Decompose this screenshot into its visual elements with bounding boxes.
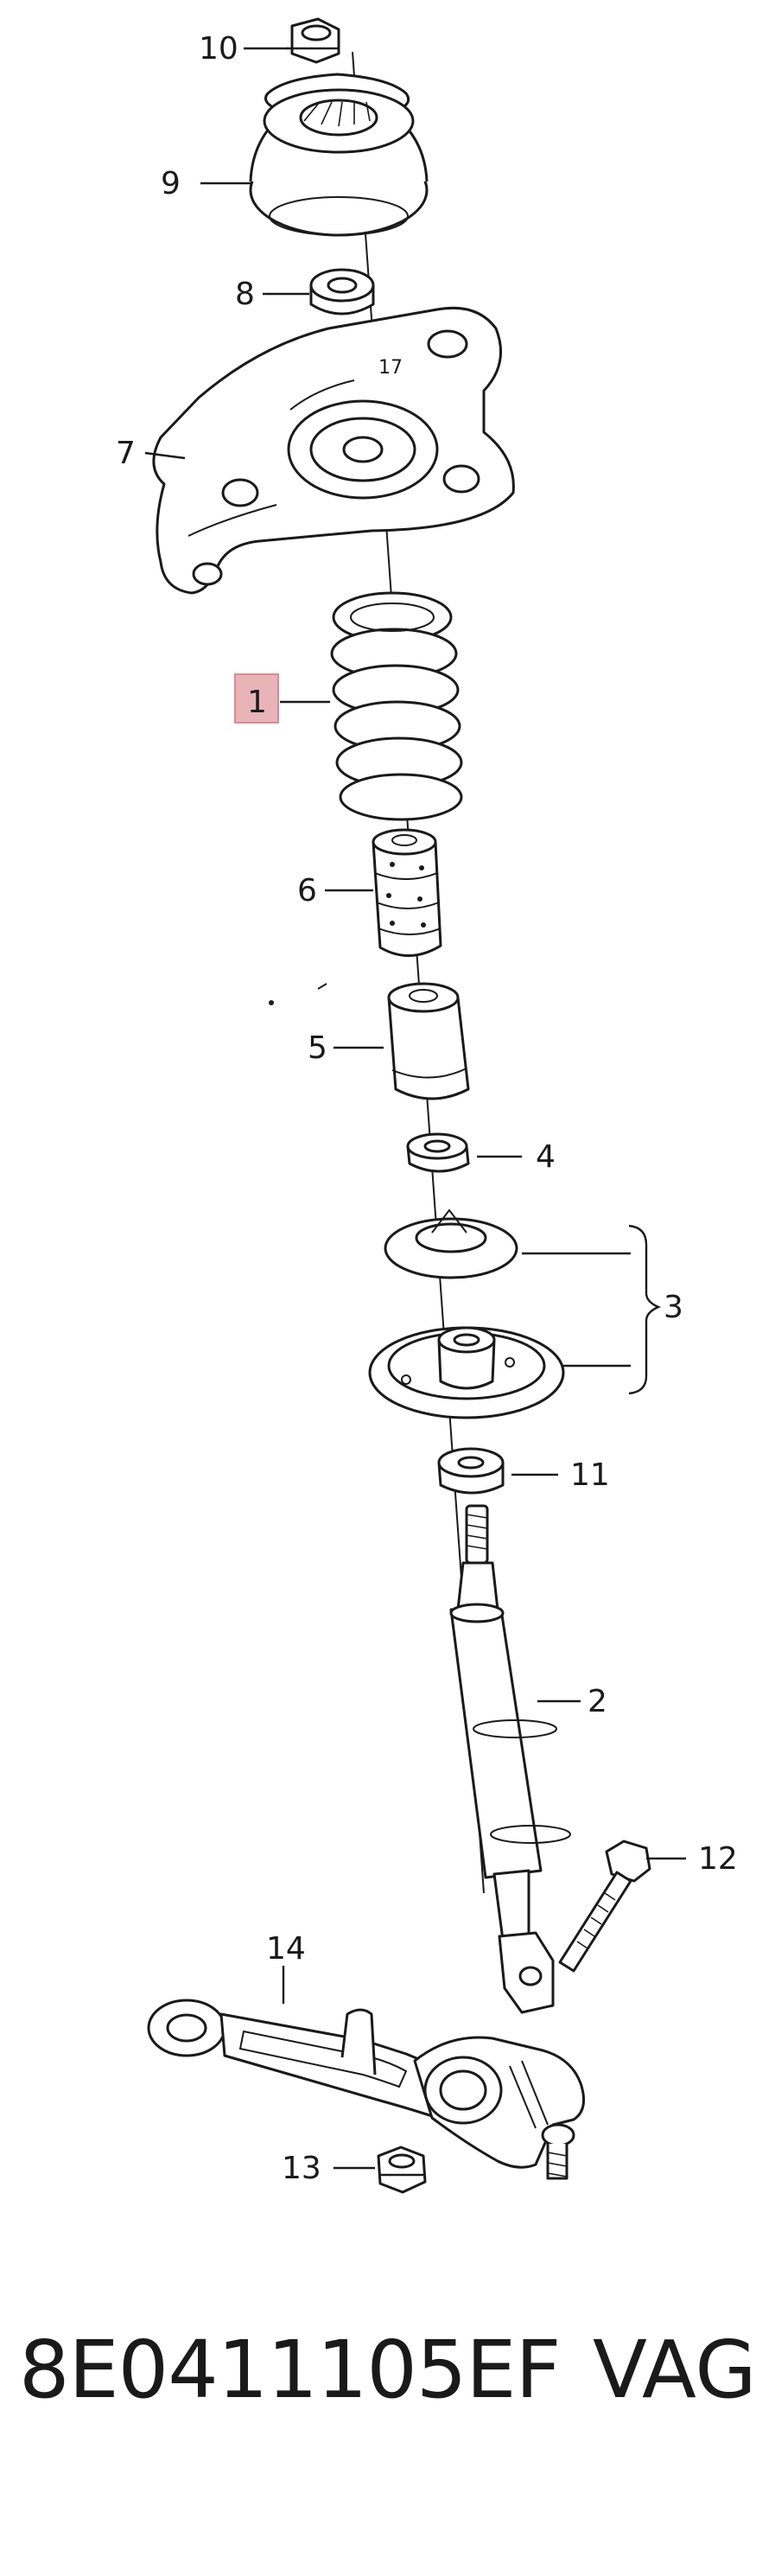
- callout-9: 9: [161, 166, 181, 201]
- callout-5: 5: [308, 1030, 327, 1066]
- callout-2: 2: [588, 1684, 607, 1719]
- callout-13: 13: [282, 2151, 321, 2186]
- part-14-control-arm: [147, 1999, 586, 2180]
- highlight-box: [234, 673, 279, 724]
- part-11-bushing: [437, 1447, 505, 1495]
- part-7-upper-bracket: 17: [152, 306, 515, 595]
- part-8-bushing: [309, 268, 375, 316]
- callout-11: 11: [570, 1457, 610, 1493]
- stray-mark: [269, 1000, 274, 1005]
- part-3-spring-seat-lower: [368, 1326, 565, 1419]
- callout-4: 4: [536, 1139, 556, 1175]
- part-5-protective-tube: [387, 982, 470, 1100]
- part-2-shock-absorber: [449, 1504, 571, 2014]
- callout-3: 3: [664, 1290, 683, 1325]
- part-6-bump-stop: [372, 828, 442, 957]
- callout-1: 1: [247, 685, 267, 720]
- part-10-nut: [287, 17, 340, 64]
- callout-10: 10: [199, 31, 238, 67]
- callout-7: 7: [116, 436, 136, 471]
- part-4-stop-bushing: [406, 1132, 470, 1173]
- svg-text:17: 17: [378, 357, 403, 379]
- callout-14: 14: [266, 1931, 306, 1967]
- part-12-bolt: [558, 1840, 651, 1973]
- part-number-label: 8E0411105EF: [19, 2324, 561, 2416]
- part-3-spring-seat-upper: [384, 1208, 518, 1279]
- part-13-nut: [377, 2146, 427, 2194]
- part-9-strut-mount: [249, 73, 429, 237]
- part-1-coil-spring: [330, 591, 463, 821]
- callout-12: 12: [698, 1841, 738, 1877]
- callout-6: 6: [297, 873, 317, 909]
- brand-label: VAG: [593, 2324, 757, 2416]
- callout-8: 8: [235, 277, 255, 312]
- bracket-3: [628, 1224, 662, 1395]
